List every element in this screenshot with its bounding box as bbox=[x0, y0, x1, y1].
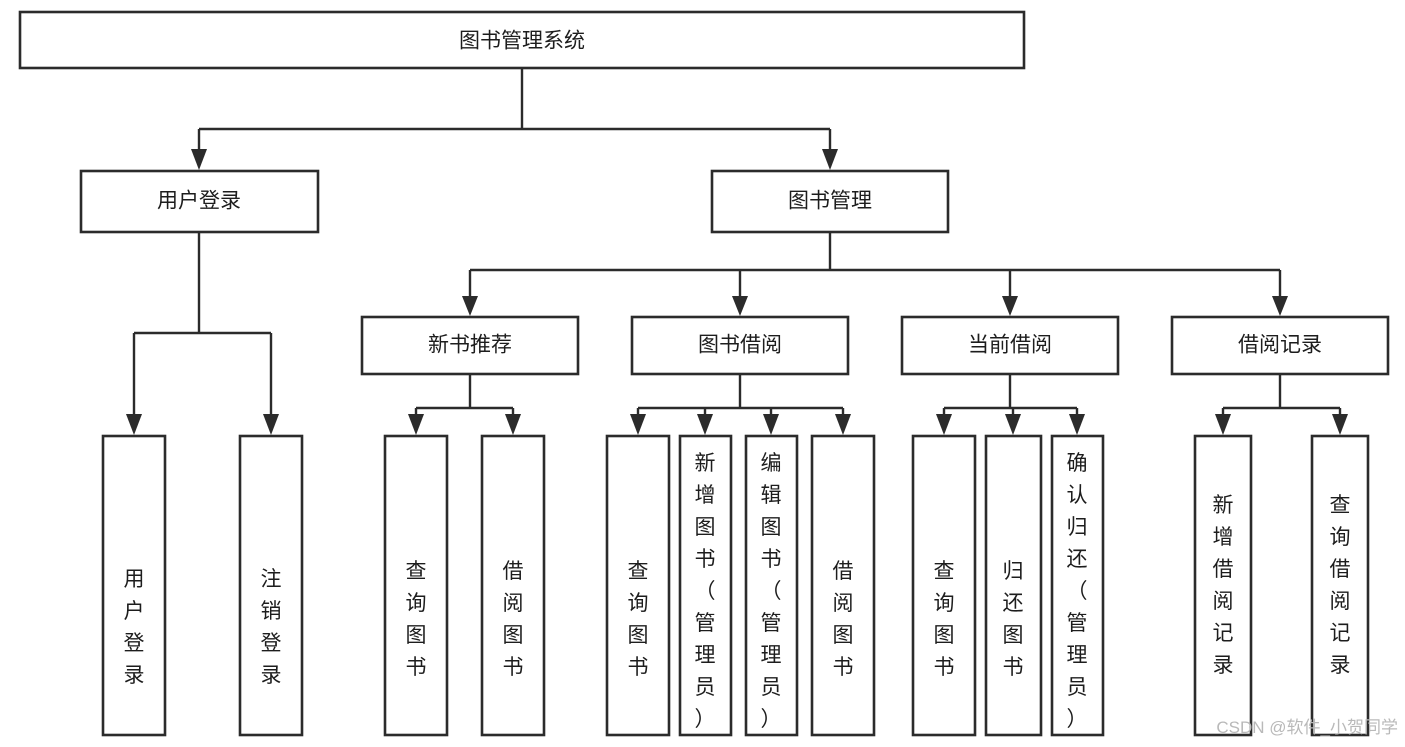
node-new-book-recommend-box[interactable] bbox=[360, 315, 580, 376]
node-leaf-add-book-admin-box[interactable] bbox=[678, 434, 733, 737]
node-current-borrow-box[interactable] bbox=[900, 315, 1120, 376]
node-leaf-borrow-book-1-box[interactable] bbox=[480, 434, 546, 737]
node-leaf-logout-label: 注销登录 bbox=[261, 568, 282, 687]
connector-root-bus bbox=[197, 68, 832, 150]
node-leaf-query-book-3-box[interactable] bbox=[911, 434, 977, 737]
node-leaf-query-borrow-record[interactable]: 查询借阅记录 bbox=[1310, 434, 1370, 737]
arrow-to-leaf-query-borrow-record bbox=[1332, 414, 1348, 435]
node-leaf-query-book-2-label: 查询图书 bbox=[628, 560, 649, 679]
node-borrow-record-label: 借阅记录 bbox=[1238, 334, 1322, 357]
node-leaf-add-borrow-record[interactable]: 新增借阅记录 bbox=[1193, 434, 1253, 737]
arrow-to-leaf-query-book-1 bbox=[408, 414, 424, 435]
node-leaf-edit-book-admin-box[interactable] bbox=[744, 434, 799, 737]
arrow-to-current-borrow bbox=[1002, 296, 1018, 316]
arrow-to-leaf-user-login bbox=[126, 414, 142, 435]
node-user-login[interactable]: 用户登录 bbox=[79, 169, 320, 234]
node-root-box[interactable] bbox=[18, 10, 1026, 70]
node-leaf-add-borrow-record-label: 新增借阅记录 bbox=[1213, 494, 1234, 677]
node-leaf-confirm-return-admin[interactable]: 确认归还（管理员） bbox=[1050, 434, 1105, 737]
node-leaf-return-book-label: 归还图书 bbox=[1003, 560, 1024, 679]
node-leaf-logout-box[interactable] bbox=[238, 434, 304, 737]
node-leaf-query-book-1-box[interactable] bbox=[383, 434, 449, 737]
arrow-to-leaf-borrow-book-1 bbox=[505, 414, 521, 435]
node-book-borrow-box[interactable] bbox=[630, 315, 850, 376]
node-leaf-confirm-return-admin-box[interactable] bbox=[1050, 434, 1105, 737]
node-new-book-recommend-label: 新书推荐 bbox=[428, 334, 512, 357]
node-leaf-logout[interactable]: 注销登录 bbox=[238, 434, 304, 737]
arrow-to-leaf-return-book bbox=[1005, 414, 1021, 435]
arrow-to-new-book-recommend bbox=[462, 296, 478, 316]
node-book-manage[interactable]: 图书管理 bbox=[710, 169, 950, 234]
arrow-to-leaf-query-book-2 bbox=[630, 414, 646, 435]
node-leaf-return-book[interactable]: 归还图书 bbox=[984, 434, 1043, 737]
arrow-to-leaf-add-borrow-record bbox=[1215, 414, 1231, 435]
node-book-manage-box[interactable] bbox=[710, 169, 950, 234]
node-current-borrow-label: 当前借阅 bbox=[968, 334, 1052, 357]
arrow-to-leaf-edit-book-admin bbox=[763, 414, 779, 435]
node-leaf-borrow-book-2-box[interactable] bbox=[810, 434, 876, 737]
node-leaf-query-book-1-label: 查询图书 bbox=[406, 560, 427, 679]
node-leaf-return-book-box[interactable] bbox=[984, 434, 1043, 737]
arrow-to-leaf-borrow-book-2 bbox=[835, 414, 851, 435]
arrow-to-leaf-query-book-3 bbox=[936, 414, 952, 435]
node-borrow-record[interactable]: 借阅记录 bbox=[1170, 315, 1390, 376]
node-book-manage-label: 图书管理 bbox=[788, 190, 872, 213]
node-leaf-edit-book-admin[interactable]: 编辑图书（管理员） bbox=[744, 434, 799, 737]
node-leaf-add-borrow-record-box[interactable] bbox=[1193, 434, 1253, 737]
node-root-label: 图书管理系统 bbox=[459, 30, 585, 53]
node-leaf-user-login[interactable]: 用户登录 bbox=[101, 434, 167, 737]
node-leaf-user-login-label: 用户登录 bbox=[124, 568, 145, 687]
node-book-borrow-label: 图书借阅 bbox=[698, 334, 782, 357]
connector-current-borrow-bus bbox=[942, 374, 1079, 416]
node-leaf-query-book-2-box[interactable] bbox=[605, 434, 671, 737]
node-leaf-borrow-book-2-label: 借阅图书 bbox=[833, 560, 854, 679]
node-root[interactable]: 图书管理系统 bbox=[18, 10, 1026, 70]
node-leaf-edit-book-admin-label: 编辑图书（管理员） bbox=[761, 452, 782, 731]
connector-new-book-recommend-bus bbox=[414, 374, 515, 416]
arrow-to-book-borrow bbox=[732, 296, 748, 316]
connector-borrow-record-bus bbox=[1221, 374, 1342, 416]
node-new-book-recommend[interactable]: 新书推荐 bbox=[360, 315, 580, 376]
connector-user-login-bus bbox=[132, 232, 273, 415]
node-current-borrow[interactable]: 当前借阅 bbox=[900, 315, 1120, 376]
node-leaf-confirm-return-admin-label: 确认归还（管理员） bbox=[1067, 452, 1088, 731]
node-book-borrow[interactable]: 图书借阅 bbox=[630, 315, 850, 376]
node-leaf-query-borrow-record-label: 查询借阅记录 bbox=[1330, 494, 1351, 677]
node-user-login-box[interactable] bbox=[79, 169, 320, 234]
node-leaf-query-book-1[interactable]: 查询图书 bbox=[383, 434, 449, 737]
arrow-to-borrow-record bbox=[1272, 296, 1288, 316]
node-leaf-borrow-book-1-label: 借阅图书 bbox=[503, 560, 524, 679]
connector-layer bbox=[126, 68, 1348, 435]
node-leaf-query-book-2[interactable]: 查询图书 bbox=[605, 434, 671, 737]
node-leaf-user-login-box[interactable] bbox=[101, 434, 167, 737]
node-leaf-add-book-admin-label: 新增图书（管理员） bbox=[695, 452, 716, 731]
arrow-to-leaf-confirm-return-admin bbox=[1069, 414, 1085, 435]
node-leaf-borrow-book-2[interactable]: 借阅图书 bbox=[810, 434, 876, 737]
connector-book-borrow-bus bbox=[636, 374, 845, 416]
watermark-label: CSDN @软件_小贺同学 bbox=[1216, 718, 1398, 737]
node-user-login-label: 用户登录 bbox=[157, 190, 241, 213]
arrow-to-leaf-logout bbox=[263, 414, 279, 435]
arrow-to-user-login bbox=[191, 149, 207, 170]
node-leaf-query-book-3-label: 查询图书 bbox=[934, 560, 955, 679]
node-leaf-borrow-book-1[interactable]: 借阅图书 bbox=[480, 434, 546, 737]
node-borrow-record-box[interactable] bbox=[1170, 315, 1390, 376]
node-leaf-add-book-admin[interactable]: 新增图书（管理员） bbox=[678, 434, 733, 737]
arrow-to-leaf-add-book-admin bbox=[697, 414, 713, 435]
node-leaf-query-borrow-record-box[interactable] bbox=[1310, 434, 1370, 737]
arrow-to-book-manage bbox=[822, 149, 838, 170]
connector-book-manage-bus bbox=[468, 232, 1282, 297]
node-leaf-query-book-3[interactable]: 查询图书 bbox=[911, 434, 977, 737]
